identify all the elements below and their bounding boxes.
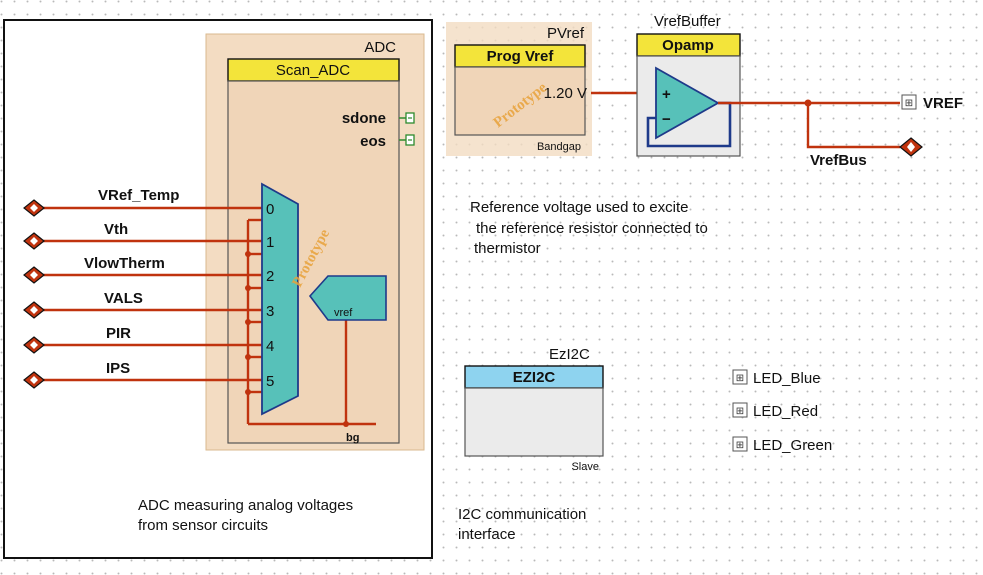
diamond-port-icon-vref-temp[interactable] bbox=[23, 199, 45, 217]
reference-note-line3: thermistor bbox=[474, 240, 541, 257]
diamond-port-icon-vals[interactable] bbox=[23, 301, 45, 319]
input-label-vth: Vth bbox=[104, 221, 128, 238]
bg-label: bg bbox=[346, 432, 359, 444]
adc-note-line2: from sensor circuits bbox=[138, 517, 268, 534]
svg-text:⊞: ⊞ bbox=[736, 373, 744, 384]
reference-note-line2: the reference resistor connected to bbox=[476, 220, 708, 237]
vrefbus-label: VrefBus bbox=[810, 152, 867, 169]
opamp-title: Opamp bbox=[662, 37, 714, 54]
mux-channel-5: 5 bbox=[266, 373, 274, 390]
prog-vref-voltage: 1.20 V bbox=[544, 85, 587, 102]
prog-vref-body[interactable] bbox=[454, 66, 586, 136]
prog-vref-title: Prog Vref bbox=[487, 48, 555, 65]
input-label-vref-temp: VRef_Temp bbox=[98, 187, 179, 204]
adc-mux[interactable] bbox=[261, 182, 299, 416]
input-label-vlowtherm: VlowTherm bbox=[84, 255, 165, 272]
digital-pin-icon-led-blue[interactable]: ⊞ bbox=[732, 369, 748, 385]
ezi2c-sublabel: Slave bbox=[571, 461, 599, 473]
led-green-label: LED_Green bbox=[753, 437, 832, 454]
diamond-port-icon-ips[interactable] bbox=[23, 371, 45, 389]
adc-instance-name: ADC bbox=[364, 39, 396, 56]
digital-pin-icon-vref[interactable]: ⊞ bbox=[901, 94, 917, 110]
reference-note-line1: Reference voltage used to excite bbox=[470, 199, 688, 216]
opamp-triangle-icon[interactable] bbox=[655, 66, 720, 140]
led-red-label: LED_Red bbox=[753, 403, 818, 420]
vref-pin-label: VREF bbox=[923, 95, 963, 112]
input-label-pir: PIR bbox=[106, 325, 131, 342]
wire-junctions bbox=[245, 251, 349, 427]
input-label-ips: IPS bbox=[106, 360, 130, 377]
mux-channel-1: 1 bbox=[266, 234, 274, 251]
output-junction bbox=[804, 99, 812, 107]
diamond-port-icon-vth[interactable] bbox=[23, 232, 45, 250]
ezi2c-note-line1: I2C communication bbox=[458, 506, 586, 523]
vref-label: vref bbox=[334, 307, 353, 319]
pvref-instance-name: PVref bbox=[547, 25, 585, 42]
eos-label: eos bbox=[360, 133, 386, 150]
sdone-label: sdone bbox=[342, 110, 386, 127]
svg-text:⊞: ⊞ bbox=[736, 440, 744, 451]
mux-channel-2: 2 bbox=[266, 268, 274, 285]
diamond-port-icon-vrefbus[interactable] bbox=[899, 137, 923, 157]
mux-channel-4: 4 bbox=[266, 338, 274, 355]
adc-converter-block[interactable] bbox=[308, 275, 387, 321]
digital-pin-icon-led-red[interactable]: ⊞ bbox=[732, 402, 748, 418]
diamond-port-icon-pir[interactable] bbox=[23, 336, 45, 354]
adc-note-line1: ADC measuring analog voltages bbox=[138, 497, 353, 514]
eos-terminal-icon[interactable] bbox=[399, 134, 415, 146]
mux-channel-0: 0 bbox=[266, 201, 274, 218]
mux-channel-3: 3 bbox=[266, 303, 274, 320]
svg-text:⊞: ⊞ bbox=[736, 406, 744, 417]
ezi2c-title: EZI2C bbox=[513, 369, 556, 386]
scan-adc-body[interactable] bbox=[227, 80, 400, 444]
sdone-terminal-icon[interactable] bbox=[399, 112, 415, 124]
scan-adc-title: Scan_ADC bbox=[276, 62, 350, 79]
opamp-minus-label: − bbox=[662, 111, 671, 128]
opamp-plus-label: + bbox=[662, 86, 671, 103]
prog-vref-sublabel: Bandgap bbox=[537, 141, 581, 153]
diamond-port-icon-vlowtherm[interactable] bbox=[23, 266, 45, 284]
led-blue-label: LED_Blue bbox=[753, 370, 821, 387]
vrefbus-wire bbox=[806, 103, 900, 149]
svg-text:⊞: ⊞ bbox=[905, 98, 913, 109]
ezi2c-body[interactable] bbox=[464, 387, 604, 457]
ezi2c-note-line2: interface bbox=[458, 526, 516, 543]
ezi2c-instance-name: EzI2C bbox=[549, 346, 590, 363]
input-label-vals: VALS bbox=[104, 290, 143, 307]
digital-pin-icon-led-green[interactable]: ⊞ bbox=[732, 436, 748, 452]
vrefbuffer-instance-name: VrefBuffer bbox=[654, 13, 721, 30]
